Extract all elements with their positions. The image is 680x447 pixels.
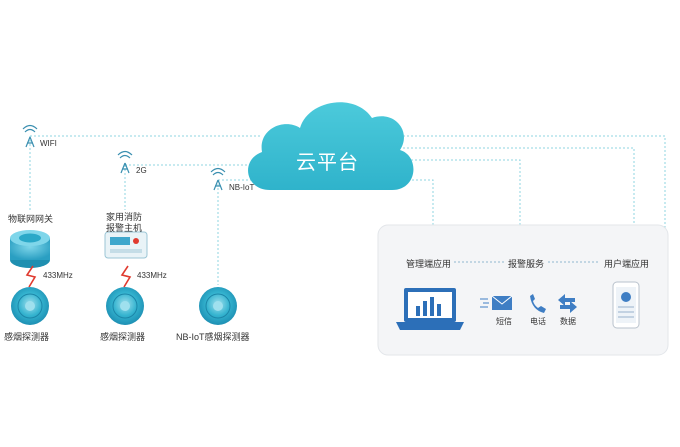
smoke-detector-nb xyxy=(199,287,237,325)
mgmt-app-label: 管理端应用 xyxy=(406,259,452,269)
sms-icon xyxy=(480,295,513,310)
phone-icon xyxy=(530,294,546,313)
cloud-platform-label: 云平台 xyxy=(296,152,359,174)
user-app-label: 用户端应用 xyxy=(604,259,650,269)
laptop-icon xyxy=(396,288,464,330)
data-exchange-icon xyxy=(558,294,577,313)
data-label: 数据 xyxy=(560,317,576,326)
detector-a-label: 感烟探测器 xyxy=(4,332,50,342)
mobile-phone-icon xyxy=(612,281,640,329)
service-panel xyxy=(377,224,669,356)
wifi-antenna-icon xyxy=(22,124,38,148)
smoke-detector-b xyxy=(106,287,144,325)
phone-label: 电话 xyxy=(530,317,546,326)
alarm-service-label: 报警服务 xyxy=(508,259,545,269)
rf-signal-icons xyxy=(25,265,132,288)
g2-antenna-icon xyxy=(117,150,133,174)
detector-b-label: 感烟探测器 xyxy=(100,332,146,342)
wifi-label: WIFI xyxy=(40,139,57,148)
cloud-to-panel-line-3 xyxy=(395,147,635,225)
alarm-host-device xyxy=(104,231,148,259)
host-label-line1: 家用消防 xyxy=(106,212,143,222)
cloud-right-line xyxy=(395,135,666,230)
smoke-detector-a xyxy=(11,287,49,325)
nbiot-antenna-icon xyxy=(210,167,226,191)
gateway-device xyxy=(10,230,50,268)
nbiot-label: NB-IoT xyxy=(229,183,255,192)
cloud-to-panel-line-2 xyxy=(395,159,521,225)
gateway-label: 物联网网关 xyxy=(8,214,54,224)
cloud-shape xyxy=(248,102,414,190)
cloud-platform xyxy=(248,102,414,190)
rf-a-icon xyxy=(25,265,37,288)
host-label-line2: 报警主机 xyxy=(106,223,143,233)
rf-b-label: 433MHz xyxy=(137,271,167,280)
detector-nb-label: NB-IoT感烟探测器 xyxy=(176,332,250,342)
sms-label: 短信 xyxy=(496,317,512,326)
rf-a-label: 433MHz xyxy=(43,271,73,280)
g2-label: 2G xyxy=(136,166,147,175)
rf-b-icon xyxy=(120,265,132,288)
